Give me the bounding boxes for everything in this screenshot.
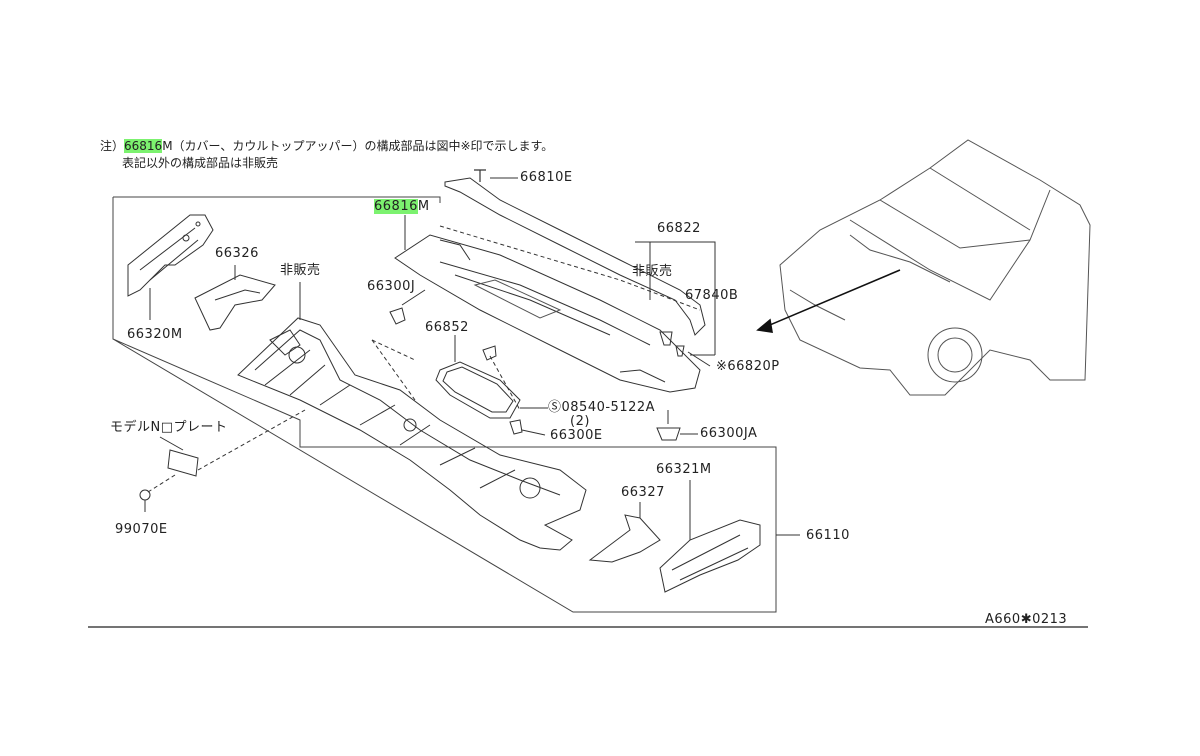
label-66816m-suffix: M <box>417 199 430 214</box>
label-66852[interactable]: 66852 <box>425 320 469 335</box>
car-silhouette <box>779 139 1091 396</box>
note-suffix: M（カバー、カウルトップアッパー）の構成部品は図中※印で示します。 <box>162 139 554 153</box>
label-66321m[interactable]: 66321M <box>656 462 712 477</box>
seal-66852 <box>435 335 521 419</box>
cowl-cover-66816m <box>394 215 701 393</box>
label-08540[interactable]: Ⓢ08540-5122A <box>548 400 656 415</box>
label-08540-qty: (2) <box>570 414 590 429</box>
clip-66300ja <box>656 410 698 441</box>
label-66816m-part: 66816 <box>374 199 418 214</box>
label-66822[interactable]: 66822 <box>657 221 701 236</box>
note-line-1: 注）66816M（カバー、カウルトップアッパー）の構成部品は図中※印で示します。 <box>100 138 553 154</box>
note-line-2: 表記以外の構成部品は非販売 <box>122 156 279 170</box>
label-66820p[interactable]: ※66820P <box>716 359 780 374</box>
model-plate <box>139 409 306 512</box>
cowl-panel-66110 <box>237 282 587 551</box>
clip-66300j <box>371 289 426 401</box>
label-model-plate: モデルN□プレート <box>110 420 228 435</box>
bracket-66320m <box>127 214 214 320</box>
label-66816m[interactable]: 66816M <box>374 199 430 214</box>
label-66326[interactable]: 66326 <box>215 246 259 261</box>
bracket-66326 <box>194 265 276 331</box>
label-66110[interactable]: 66110 <box>806 528 850 543</box>
bracket-66327 <box>588 502 661 563</box>
arrow-to-car <box>756 269 901 333</box>
label-66327[interactable]: 66327 <box>621 485 665 500</box>
label-hihanbai-left: 非販売 <box>280 263 321 278</box>
assembly-frame <box>113 197 300 250</box>
label-66300j[interactable]: 66300J <box>367 279 416 294</box>
label-66320m[interactable]: 66320M <box>127 327 183 342</box>
label-99070e[interactable]: 99070E <box>115 522 168 537</box>
seal-strip-66822 <box>444 169 716 356</box>
clip-66820p <box>659 331 711 367</box>
label-hihanbai-right: 非販売 <box>632 264 673 279</box>
note-part-number: 66816 <box>124 139 163 153</box>
note-prefix: 注） <box>100 139 125 153</box>
label-67840b[interactable]: 67840B <box>685 288 739 303</box>
assembly-frame-outline <box>112 196 777 613</box>
bracket-66321m <box>659 480 761 593</box>
figure-code: A660✱0213 <box>985 612 1068 627</box>
screw-08540 <box>482 345 548 436</box>
label-66810e[interactable]: 66810E <box>520 170 573 185</box>
label-66300ja[interactable]: 66300JA <box>700 426 758 441</box>
label-66300e[interactable]: 66300E <box>550 428 603 443</box>
